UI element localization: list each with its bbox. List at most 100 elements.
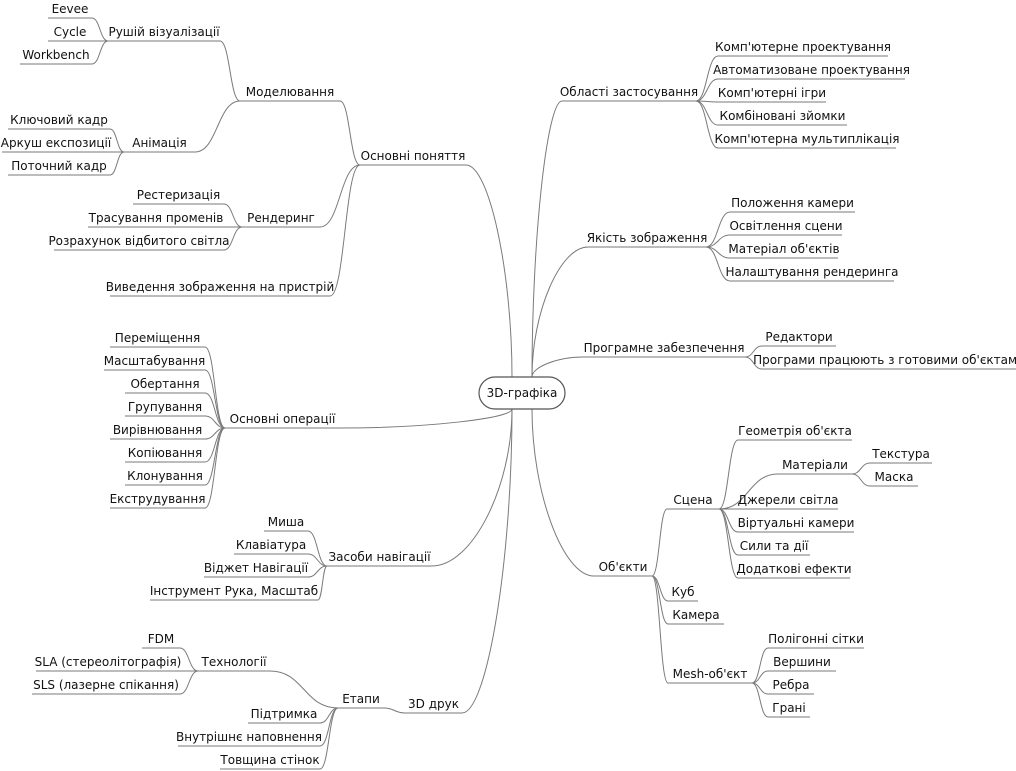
node-vershyny[interactable]: Вершини	[773, 655, 831, 669]
node-virt[interactable]: Віртуальні камери	[738, 516, 855, 530]
node-kub[interactable]: Куб	[671, 585, 694, 599]
node-tekst[interactable]: Текстура	[871, 447, 930, 461]
node-ae[interactable]: Аркуш експозиції	[1, 136, 112, 150]
connector-nav-n3	[307, 565, 328, 578]
node-red[interactable]: Редактори	[765, 330, 832, 344]
node-cycle[interactable]: Cycle	[54, 25, 87, 39]
node-tovsh[interactable]: Товщина стінок	[219, 753, 319, 767]
node-yak3[interactable]: Матеріал об'єктів	[728, 242, 839, 256]
connector-tech-sls	[179, 670, 199, 695]
node-yak2[interactable]: Освітлення сцени	[729, 219, 842, 233]
node-rest[interactable]: Рестеризація	[137, 188, 220, 202]
connector-mesh-polig	[751, 647, 769, 684]
node-obl2[interactable]: Автоматизоване проектування	[713, 63, 910, 77]
node-n2[interactable]: Клавіатура	[236, 538, 306, 552]
connector-op-op1	[204, 346, 226, 429]
node-obl4[interactable]: Комбіновані зйомки	[720, 109, 846, 123]
node-polig[interactable]: Полігонні сітки	[768, 632, 864, 646]
node-progr[interactable]: Програми працюють з готовими об'єктами	[753, 353, 1016, 367]
node-dzh[interactable]: Джерели світла	[738, 493, 839, 507]
node-eevee[interactable]: Eevee	[52, 2, 89, 16]
node-osn[interactable]: Основні поняття	[361, 149, 466, 163]
node-n3[interactable]: Віджет Навігації	[204, 561, 309, 575]
node-op[interactable]: Основні операції	[230, 412, 336, 426]
node-yak4[interactable]: Налаштування рендеринга	[725, 265, 898, 279]
connector-obl-obl5	[695, 100, 719, 149]
node-geom[interactable]: Геометрія об'єкта	[738, 424, 852, 438]
connector-mat-tekst	[851, 462, 871, 475]
node-rend[interactable]: Рендеринг	[247, 211, 315, 225]
node-op6[interactable]: Копіювання	[128, 446, 202, 460]
connector-scena-geom	[718, 439, 739, 510]
node-op3[interactable]: Обертання	[130, 377, 199, 391]
node-scena[interactable]: Сцена	[673, 493, 712, 507]
node-rozr[interactable]: Розрахунок відбитого світла	[48, 234, 229, 248]
node-yak1[interactable]: Положення камери	[731, 196, 854, 210]
connector-op-op7	[204, 427, 226, 486]
node-tras[interactable]: Трасування променів	[88, 211, 224, 225]
node-op7[interactable]: Клонування	[127, 469, 203, 483]
node-vyv[interactable]: Виведення зображення на пристрій	[106, 280, 335, 294]
connector-anim-pk	[109, 151, 125, 176]
connector-center-nav	[431, 408, 513, 567]
node-maska[interactable]: Маска	[875, 470, 914, 484]
node-n1[interactable]: Миша	[268, 515, 305, 529]
node-druk[interactable]: 3D друк	[408, 697, 459, 711]
connector-model-anim	[194, 100, 241, 153]
node-dod[interactable]: Додаткові ефекти	[736, 562, 851, 576]
connector-druk-etapy	[383, 707, 406, 714]
node-obl5[interactable]: Комп'ютерна мультиплікація	[714, 132, 899, 146]
node-obl3[interactable]: Комп'ютерні ігри	[718, 86, 826, 100]
node-etapy[interactable]: Етапи	[342, 692, 380, 706]
node-obj[interactable]: Об'єкти	[599, 560, 648, 574]
node-syly[interactable]: Сили та дії	[740, 539, 809, 553]
node-obl[interactable]: Області застосування	[560, 85, 698, 99]
connector-yak-yak2	[705, 234, 731, 248]
node-rebra[interactable]: Ребра	[773, 678, 810, 692]
node-nav[interactable]: Засоби навігації	[328, 550, 431, 564]
connector-mesh-grani	[751, 682, 769, 718]
connector-lines	[91, 17, 871, 770]
node-prog[interactable]: Програмне забезпечення	[584, 341, 745, 355]
connector-rush-wb	[91, 40, 109, 65]
connector-yak-yak1	[705, 211, 731, 248]
node-op1[interactable]: Переміщення	[115, 331, 200, 345]
connector-obj-scena	[651, 508, 668, 577]
connector-op-op8	[204, 427, 226, 509]
connector-prog-progr	[744, 356, 763, 370]
node-op4[interactable]: Групування	[128, 400, 202, 414]
node-obl1[interactable]: Комп'ютерне проектування	[715, 40, 891, 54]
node-pidt[interactable]: Підтримка	[251, 707, 318, 721]
node-n4[interactable]: Інструмент Рука, Масштаб	[150, 584, 318, 598]
node-mat[interactable]: Матеріали	[782, 458, 848, 472]
node-underlines	[2, 17, 1016, 770]
connector-tech-fdm	[179, 647, 199, 672]
node-mesh[interactable]: Mesh-об'єкт	[673, 667, 748, 681]
node-op5[interactable]: Вирівнювання	[113, 423, 202, 437]
node-sls[interactable]: SLS (лазерне спікання)	[33, 678, 179, 692]
node-op8[interactable]: Екструдування	[110, 492, 206, 506]
node-anim[interactable]: Анімація	[132, 136, 187, 150]
node-tech[interactable]: Технології	[201, 655, 268, 669]
connector-scena-dod	[718, 508, 739, 579]
central-topic[interactable]: 3D-графіка	[478, 376, 566, 410]
node-fdm[interactable]: FDM	[148, 632, 175, 646]
connector-obl-obl1	[695, 55, 719, 102]
connector-yak-yak4	[705, 246, 731, 282]
node-pk[interactable]: Поточний кадр	[11, 159, 107, 173]
node-grani[interactable]: Грані	[772, 701, 805, 715]
connector-model-rush	[219, 40, 241, 102]
connector-center-osn	[465, 164, 513, 378]
node-wb[interactable]: Workbench	[22, 48, 89, 62]
node-model[interactable]: Моделювання	[246, 85, 334, 99]
connector-anim-kk	[109, 128, 125, 153]
central-topic-label: 3D-графіка	[487, 386, 558, 400]
node-op2[interactable]: Масштабування	[104, 354, 205, 368]
node-kk[interactable]: Ключовий кадр	[10, 113, 108, 127]
connector-osn-vyv	[329, 164, 361, 297]
node-yak[interactable]: Якість зображення	[587, 231, 708, 245]
node-sla[interactable]: SLA (стереолітографія)	[35, 655, 182, 669]
node-rush[interactable]: Рушій візуалізації	[108, 25, 220, 39]
node-kamera[interactable]: Камера	[672, 608, 719, 622]
node-vnut[interactable]: Внутрішнє наповнення	[176, 730, 322, 744]
